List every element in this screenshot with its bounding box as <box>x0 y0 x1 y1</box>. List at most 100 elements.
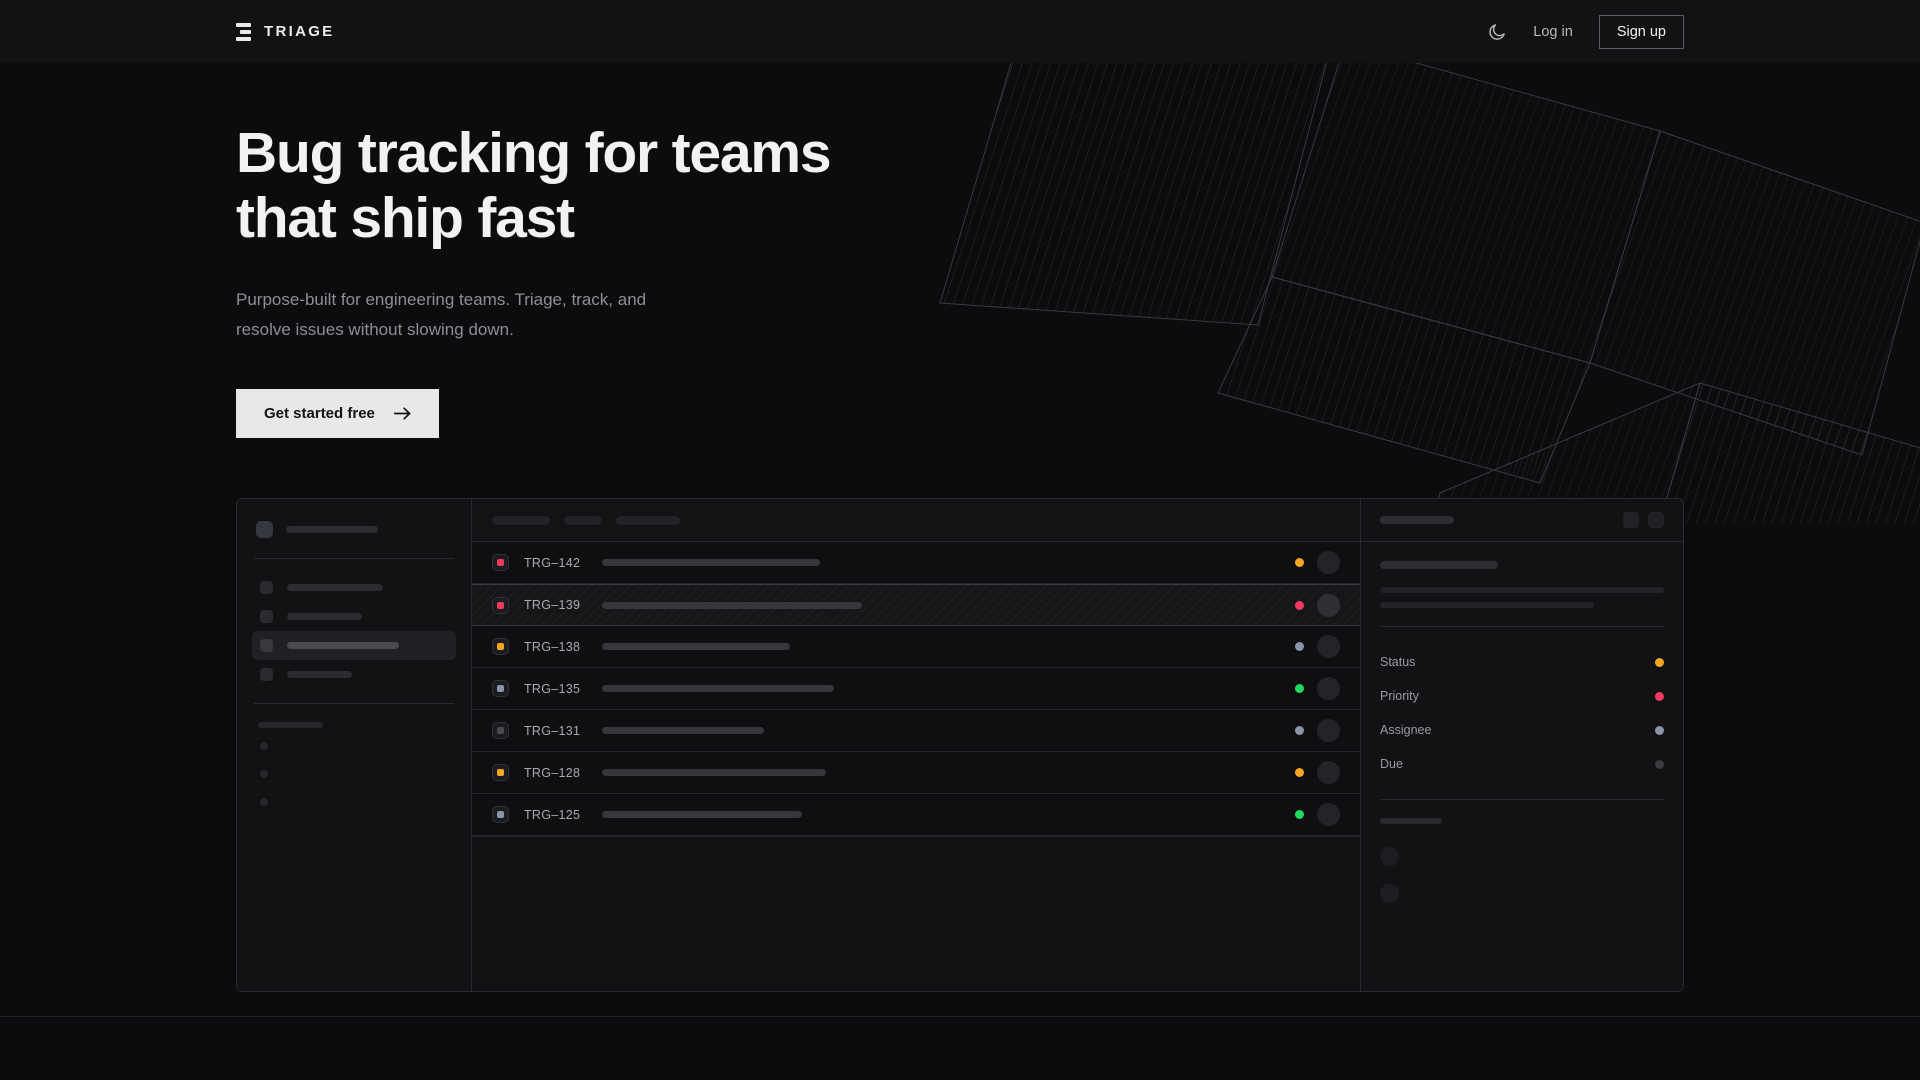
detail-divider-1 <box>1380 626 1664 627</box>
field-label: Due <box>1380 757 1403 771</box>
detail-field-assignee[interactable]: Assignee <box>1380 713 1664 747</box>
status-badge <box>1295 558 1304 567</box>
mockup-logo-skeleton <box>286 526 378 533</box>
sidebar-item-icon <box>260 639 273 652</box>
mockup-sidebar-nav <box>252 573 456 689</box>
issue-id: TRG–128 <box>524 765 581 780</box>
footer-divider <box>0 1016 1920 1017</box>
detail-body-line-1 <box>1380 602 1594 608</box>
sidebar-item-icon <box>260 610 273 623</box>
detail-header-button-0[interactable] <box>1623 512 1639 528</box>
table-row[interactable]: TRG–125 <box>472 794 1360 836</box>
issue-title-skeleton <box>602 685 834 692</box>
get-started-button[interactable]: Get started free <box>236 389 439 438</box>
sidebar-mini-dot <box>260 770 268 778</box>
issue-title-skeleton <box>602 601 862 609</box>
mockup-sidebar-logo[interactable] <box>252 515 456 544</box>
sidebar-mini-item-2[interactable] <box>252 788 456 816</box>
avatar <box>1380 847 1399 866</box>
table-row[interactable]: TRG–139 <box>472 584 1360 626</box>
avatar <box>1317 803 1340 826</box>
detail-header-button-1[interactable] <box>1648 512 1664 528</box>
comment-avatars <box>1380 838 1664 912</box>
sidebar-item-icon <box>260 581 273 594</box>
issue-title-skeleton <box>602 769 826 776</box>
sidebar-mini-list <box>252 732 456 816</box>
detail-field-status[interactable]: Status <box>1380 645 1664 679</box>
signup-button[interactable]: Sign up <box>1598 14 1684 49</box>
avatar <box>1317 551 1340 574</box>
priority-badge <box>492 596 509 614</box>
status-badge <box>1295 642 1304 651</box>
avatar <box>1317 593 1340 617</box>
sidebar-item-1[interactable] <box>252 602 456 631</box>
avatar <box>1317 677 1340 700</box>
table-row[interactable]: TRG–131 <box>472 710 1360 752</box>
detail-body-lines <box>1380 587 1664 608</box>
sidebar-item-2[interactable] <box>252 631 456 660</box>
toolbar-chip-0[interactable] <box>492 515 550 525</box>
detail-header-buttons <box>1623 512 1664 528</box>
issue-title-skeleton <box>602 643 790 650</box>
status-badge <box>1295 810 1304 819</box>
priority-badge <box>492 764 509 781</box>
sidebar-section-label <box>252 718 456 732</box>
table-row[interactable]: TRG–138 <box>472 626 1360 668</box>
sidebar-divider-bottom <box>254 703 454 704</box>
sidebar-item-icon <box>260 668 273 681</box>
field-value-dot <box>1655 657 1664 667</box>
table-row[interactable]: TRG–135 <box>472 668 1360 710</box>
toolbar-chip-2[interactable] <box>616 515 680 525</box>
mockup-logo-icon <box>256 521 273 538</box>
issue-title-skeleton <box>602 811 802 818</box>
table-row[interactable]: TRG–128 <box>472 752 1360 794</box>
login-link[interactable]: Log in <box>1533 23 1573 40</box>
get-started-label: Get started free <box>264 405 375 422</box>
issue-id: TRG–138 <box>524 639 581 654</box>
triage-logo-icon <box>236 22 251 41</box>
status-badge <box>1295 600 1304 610</box>
comment-row-1 <box>1380 875 1664 912</box>
priority-badge <box>492 638 509 655</box>
table-row[interactable]: TRG–142 <box>472 542 1360 584</box>
avatar <box>1317 719 1340 742</box>
detail-panel-header <box>1361 499 1683 542</box>
nav-actions: Log in Sign up <box>1487 14 1684 49</box>
field-label: Assignee <box>1380 723 1432 737</box>
detail-field-priority[interactable]: Priority <box>1380 679 1664 713</box>
sidebar-item-3[interactable] <box>252 660 456 689</box>
status-badge <box>1295 726 1304 735</box>
row-meta <box>1295 803 1360 826</box>
priority-badge <box>492 554 509 571</box>
comment-row-0 <box>1380 838 1664 875</box>
sidebar-mini-dot <box>260 742 268 750</box>
issue-title-skeleton <box>602 559 820 566</box>
toolbar-chip-1[interactable] <box>564 515 602 525</box>
top-navigation-bar: TRIAGE Log in Sign up <box>0 0 1920 63</box>
detail-divider-2 <box>1380 799 1664 800</box>
detail-body-line-0 <box>1380 587 1664 593</box>
sidebar-mini-item-0[interactable] <box>252 732 456 760</box>
row-meta <box>1295 719 1360 742</box>
detail-field-due[interactable]: Due <box>1380 747 1664 781</box>
sidebar-mini-item-1[interactable] <box>252 760 456 788</box>
row-meta <box>1295 635 1360 658</box>
moon-icon[interactable] <box>1487 22 1507 42</box>
issue-id: TRG–131 <box>524 723 581 738</box>
brand-logo[interactable]: TRIAGE <box>236 22 334 41</box>
row-meta <box>1295 677 1360 700</box>
field-value-dot <box>1655 725 1664 735</box>
hero-section: Bug tracking for teams that ship fast Pu… <box>0 63 1920 438</box>
sidebar-item-label-skeleton <box>287 671 352 678</box>
row-meta <box>1295 551 1360 574</box>
sidebar-item-0[interactable] <box>252 573 456 602</box>
issue-id: TRG–125 <box>524 807 581 822</box>
sidebar-item-label-skeleton <box>287 613 362 620</box>
priority-badge <box>492 722 509 739</box>
field-value-dot <box>1655 691 1664 701</box>
